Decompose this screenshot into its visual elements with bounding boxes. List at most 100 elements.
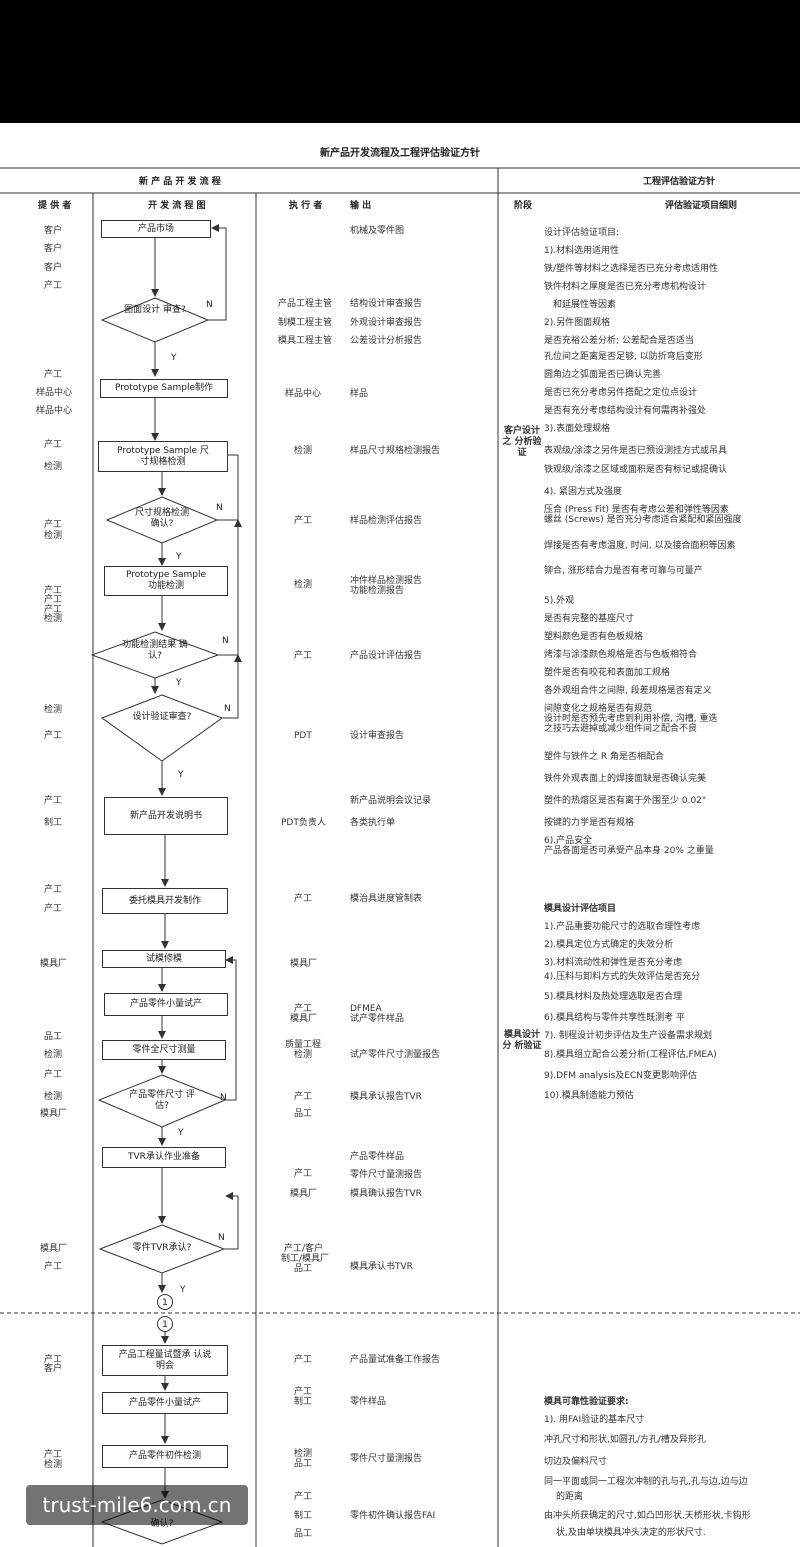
output-cell: 设计审查报告	[350, 731, 405, 741]
detail-line: 是否有完整的基座尺寸	[544, 614, 635, 624]
no-label: N	[220, 1093, 227, 1103]
flow-process-box: 零件全尺寸测量	[102, 1040, 226, 1060]
flow-connector: 1	[157, 1316, 173, 1332]
detail-line: 表观级/涂漆之另件是否已预设测挂方式或吊具	[544, 446, 728, 456]
executor-cell: 检测	[294, 446, 313, 456]
executor-cell: PDT	[294, 731, 312, 741]
executor-cell: 制工	[294, 1397, 313, 1407]
detail-line: 是否充裕公差分析; 公差配合是否适当	[544, 336, 694, 346]
provider-cell: 产工	[44, 731, 63, 741]
provider-cell: 产工	[44, 520, 63, 530]
provider-cell: 检测	[44, 705, 63, 715]
detail-line: 1).产品重要功能尺寸的选取合理性考虑	[544, 922, 701, 932]
provider-cell: 产工	[44, 1355, 63, 1365]
detail-line: 铁件外观表面上的焊接面缺是否确认完美	[544, 774, 707, 784]
flow-process-box: 产品零件小量试产	[104, 993, 228, 1016]
provider-cell: 产工	[44, 440, 63, 450]
detail-line: 4). 紧固方式及强度	[544, 487, 622, 497]
detail-heading: 模具设计评估项目	[544, 904, 617, 914]
provider-cell: 产工	[44, 885, 63, 895]
executor-cell: 模具厂	[290, 1014, 318, 1024]
detail-line: 螺丝 (Screws) 是否充分考虑适合紧配和紧固强度	[544, 515, 742, 525]
executor-cell: 品工	[294, 1109, 313, 1119]
provider-cell: 产工	[44, 605, 63, 615]
provider-cell: 检测	[44, 531, 63, 541]
detail-line: 焊接是否有考虑温度, 时间, 以及接合面积等因素	[544, 541, 736, 551]
col-detail: 评估验证项目细则	[665, 201, 738, 211]
flow-process-box: 委托模具开发制作	[102, 888, 228, 914]
col-flow: 开 发 流 程 图	[148, 201, 206, 211]
executor-cell: 产品工程主管	[278, 299, 333, 309]
no-label: N	[206, 300, 213, 310]
executor-cell: 产工	[294, 1355, 313, 1365]
output-cell: 各类执行单	[350, 818, 396, 828]
yes-label: Y	[178, 770, 184, 780]
yes-label: Y	[176, 678, 182, 688]
no-label: N	[216, 503, 223, 513]
flow-process-box: 试模修模	[102, 950, 226, 968]
detail-line: 10).模具制造能力预估	[544, 1091, 634, 1101]
flow-process-box: 产品工程量试暨承 认说明会	[102, 1345, 228, 1376]
flow-process-box: 新产品开发说明书	[104, 797, 228, 835]
provider-cell: 产工	[44, 1070, 63, 1080]
output-cell: 零件初件确认报告FAI	[350, 1511, 436, 1521]
detail-line: 铁观级/涂漆之区域或面积是否有标记或提确认	[544, 465, 728, 475]
executor-cell: 产工/客户	[284, 1244, 324, 1254]
provider-cell: 模具厂	[40, 959, 68, 969]
flow-decision-label: 尺寸规格检测 确认?	[134, 508, 189, 529]
detail-line: 状,及由单块模具冲头决定的形状尺寸.	[556, 1528, 706, 1538]
output-cell: 模治具进度管制表	[350, 894, 423, 904]
provider-cell: 产工	[44, 586, 63, 596]
provider-cell: 产工	[44, 1262, 63, 1272]
output-cell: 产品设计评估报告	[350, 651, 423, 661]
executor-cell: 模具工程主管	[278, 336, 333, 346]
flow-process-box: 产品零件初件检测	[102, 1445, 228, 1468]
detail-line: 烤漆与涂漆颜色规格是否与色板相符合	[544, 650, 698, 660]
executor-cell: 产工	[294, 1092, 313, 1102]
flow-process-box: Prototype Sample 功能检测	[104, 566, 228, 596]
output-cell: 样品尺寸规格检测报告	[350, 446, 441, 456]
executor-cell: 产工	[294, 1004, 313, 1014]
detail-line: 切边及偏料尺寸	[544, 1457, 608, 1467]
provider-cell: 检测	[44, 1460, 63, 1470]
detail-line: 2).模具定位方式确定的失效分析	[544, 940, 674, 950]
output-cell: 零件样品	[350, 1397, 387, 1407]
detail-line: 铆合, 涨形结合力是否有考可靠与可量产	[544, 566, 703, 576]
detail-line: 6).产品安全	[544, 836, 593, 846]
executor-cell: 品工	[294, 1529, 313, 1539]
col-output: 输 出	[350, 201, 372, 211]
output-cell: 模具承认报告TVR	[350, 1092, 422, 1102]
executor-cell: 制工/模具厂	[281, 1254, 330, 1264]
provider-cell: 产工	[44, 1450, 63, 1460]
detail-line: 6).模具结构与零件共享性既测考 平	[544, 1013, 685, 1023]
output-cell: 公差设计分析报告	[350, 336, 423, 346]
executor-cell: 模具厂	[290, 959, 318, 969]
output-cell: DFMEA	[350, 1004, 382, 1014]
provider-cell: 客户	[44, 1364, 63, 1374]
watermark-label: trust-mile6.com.cn	[26, 1485, 248, 1525]
output-cell: 外观设计审查报告	[350, 318, 423, 328]
executor-cell: 产工	[294, 651, 313, 661]
provider-cell: 模具厂	[40, 1244, 68, 1254]
executor-cell: 制模工程主管	[278, 318, 333, 328]
col-stage: 阶段	[514, 201, 533, 211]
detail-line: 塑料颜色是否有色板规格	[544, 632, 644, 642]
detail-line: 9).DFM analysis及ECN变更影响评估	[544, 1071, 697, 1081]
executor-cell: 样品中心	[285, 389, 322, 399]
flow-decision-label: 设计验证审查?	[132, 712, 192, 722]
yes-label: Y	[171, 353, 177, 363]
detail-line: 1).材料选用适用性	[544, 246, 620, 256]
provider-cell: 产工	[44, 904, 63, 914]
stage-label: 客户设计之 分析验证	[502, 426, 542, 458]
executor-cell: 检测	[294, 1050, 313, 1060]
detail-line: 3).表面处理规格	[544, 424, 611, 434]
provider-cell: 客户	[44, 244, 63, 254]
provider-cell: 产工	[44, 595, 63, 605]
flow-process-box: 产品零件小量试产	[102, 1392, 228, 1414]
executor-cell: 检测	[294, 1449, 313, 1459]
detail-line: 之技巧去避掉或减少组件间之配合不良	[544, 724, 698, 734]
detail-line: 7). 制程设计初步评估及生产设备需求规划	[544, 1031, 712, 1041]
detail-line: 圆角边之弧面是否已确认完善	[544, 370, 662, 380]
detail-line: 设计时是否预先考虑到利用补偿, 沟槽, 重迭	[544, 714, 718, 724]
